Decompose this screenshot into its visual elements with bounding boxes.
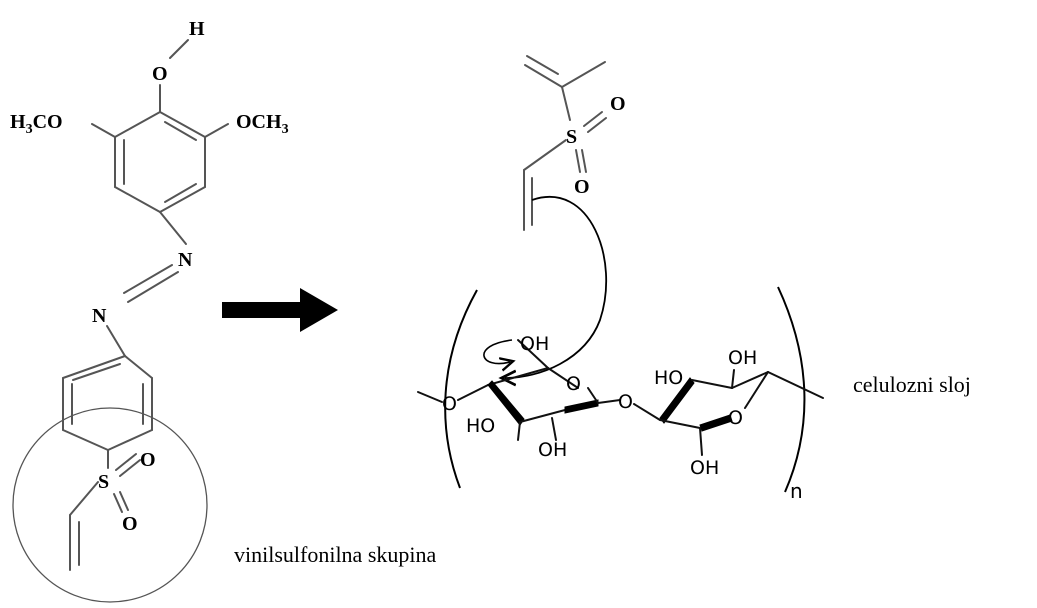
ring1-oxygen: O <box>566 373 581 395</box>
reaction-arrow <box>222 288 338 332</box>
left-bracket <box>444 289 478 489</box>
bond-s-o-top <box>115 453 137 471</box>
bond-s-vinyl <box>69 481 99 516</box>
bond-s-o-top <box>583 111 603 127</box>
right-bracket <box>777 286 806 493</box>
bond-o-c4b <box>633 403 661 421</box>
atom-s: S <box>98 471 109 493</box>
ho-left: HO <box>466 415 495 437</box>
bond-s-o-bottom-double <box>119 491 129 511</box>
atom-o-sulfone-top: O <box>140 449 156 471</box>
oh-ring2-bottom: OH <box>690 457 719 479</box>
ho-right: HO <box>654 367 683 389</box>
bond-end-left <box>417 391 443 403</box>
bond-ring-n <box>159 211 187 245</box>
proton-transfer-arrow <box>483 339 512 364</box>
glycosidic-oxygen: O <box>618 391 633 413</box>
bond-n-n <box>127 271 179 303</box>
bond-c6 <box>517 339 549 369</box>
bond-c2 <box>551 417 557 441</box>
label-vinylsulfonyl: vinilsulfonilna skupina <box>234 542 437 567</box>
bond-o-h <box>169 39 189 59</box>
cellulose-unit: n O O OH HO OH O <box>417 286 824 503</box>
bond-c3 <box>517 421 521 441</box>
glucose-ring-1 <box>487 367 599 426</box>
benzene-ring <box>62 355 153 451</box>
dye-molecule: O H H3CO OCH3 N N <box>10 18 289 603</box>
bond-s-o-bottom <box>113 493 123 513</box>
bond-c-s <box>561 86 571 121</box>
label-cellulose-layer: celulozni sloj <box>853 372 971 397</box>
reagent-atom-s: S <box>566 126 577 148</box>
phenol-ring <box>114 111 206 213</box>
methoxy-left: H3CO <box>10 111 63 137</box>
vinylsulfonyl-highlight <box>12 407 208 603</box>
nucleophilic-attack-arrow <box>505 196 608 378</box>
oh-top: OH <box>520 333 549 355</box>
atom-n-lower: N <box>92 305 107 327</box>
bond-top-left-double <box>526 55 559 75</box>
subscript-n: n <box>790 479 803 503</box>
bond-s-o-bottom <box>575 149 581 173</box>
bond-ring2-oh <box>731 369 735 389</box>
bond-n-ring <box>106 325 126 357</box>
atom-n-upper: N <box>178 249 193 271</box>
bond-s-vinyl <box>523 139 567 171</box>
atom-o-end: O <box>442 393 457 415</box>
bond-end-right <box>767 371 824 399</box>
methoxy-right: OCH3 <box>236 111 289 137</box>
oh-ring2-top: OH <box>728 347 757 369</box>
bond-top-left <box>524 64 563 88</box>
bond-c1-o <box>597 399 621 404</box>
bond-n-n-double <box>123 264 173 294</box>
bond-o-c4 <box>457 384 489 401</box>
reagent-atom-o-top: O <box>610 93 626 115</box>
bond-s-o-top-double <box>587 117 607 133</box>
atom-o-hydroxyl: O <box>152 63 168 85</box>
atom-h: H <box>189 18 205 40</box>
oh-bottom: OH <box>538 439 567 461</box>
bond-ring2-oh-bottom <box>699 427 703 456</box>
bond-s-o-top-double <box>119 459 141 477</box>
vinylsulfone-fragment: S O O <box>523 55 626 231</box>
atom-o-sulfone-bottom: O <box>122 513 138 535</box>
bond-s-o-bottom-double <box>581 149 587 173</box>
bond-methoxy-right <box>204 123 229 138</box>
bond-methoxy-left <box>91 123 116 138</box>
reagent-atom-o-bottom: O <box>574 176 590 198</box>
glucose-ring-2 <box>659 371 769 432</box>
ring2-oxygen: O <box>728 407 743 429</box>
bond-top-right <box>561 61 606 88</box>
